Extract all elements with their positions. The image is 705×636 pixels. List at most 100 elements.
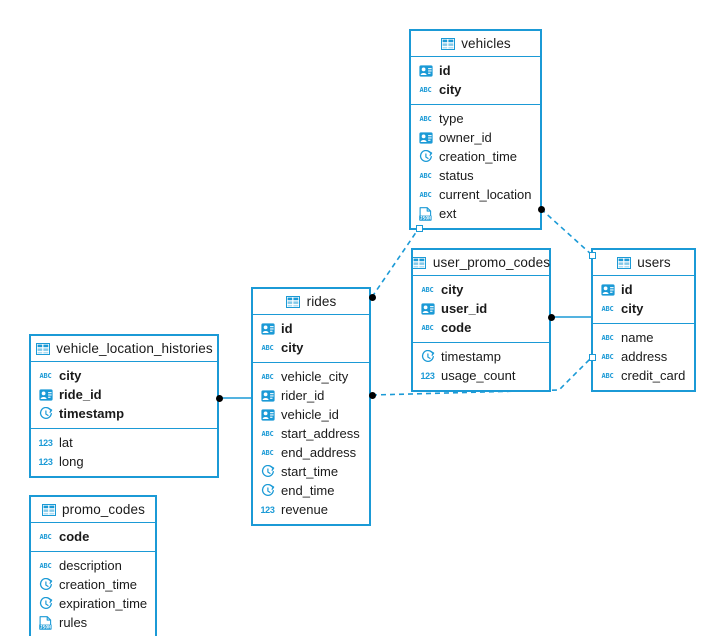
table-icon bbox=[412, 255, 427, 270]
column-name: code bbox=[441, 320, 472, 335]
column-row[interactable]: owner_id bbox=[411, 128, 540, 147]
column-row[interactable]: 123 lat bbox=[31, 433, 217, 452]
table-header[interactable]: promo_codes bbox=[31, 497, 155, 523]
clock-icon bbox=[38, 596, 53, 611]
table-header[interactable]: rides bbox=[253, 289, 369, 315]
column-name: description bbox=[59, 558, 122, 573]
column-name: city bbox=[441, 282, 464, 297]
column-name: type bbox=[439, 111, 464, 126]
column-row[interactable]: JSON rules bbox=[31, 613, 155, 632]
table-name: vehicle_location_histories bbox=[56, 341, 213, 356]
table-header[interactable]: vehicle_location_histories bbox=[31, 336, 217, 362]
column-name: ext bbox=[439, 206, 457, 221]
key-id-icon bbox=[418, 63, 433, 78]
abc-string-icon: ABC bbox=[261, 373, 274, 381]
column-name: city bbox=[621, 301, 644, 316]
abc-string-icon: ABC bbox=[419, 115, 432, 123]
column-name: city bbox=[281, 340, 304, 355]
abc-string-icon: ABC bbox=[601, 372, 614, 380]
json-icon: JSON bbox=[38, 615, 53, 630]
column-row[interactable]: rider_id bbox=[253, 386, 369, 405]
column-name: credit_card bbox=[621, 368, 686, 383]
table-name: user_promo_codes bbox=[432, 255, 551, 270]
column-name: end_time bbox=[281, 483, 335, 498]
key-id-icon bbox=[418, 130, 433, 145]
column-row[interactable]: start_time bbox=[253, 462, 369, 481]
table-header[interactable]: user_promo_codes bbox=[412, 250, 551, 276]
column-name: id bbox=[621, 282, 633, 297]
primary-key-row[interactable]: user_id bbox=[413, 299, 549, 318]
column-name: rules bbox=[59, 615, 88, 630]
column-row[interactable]: ABC type bbox=[411, 109, 540, 128]
primary-key-row[interactable]: ride_id bbox=[31, 385, 217, 404]
123-number-icon: 123 bbox=[420, 371, 435, 381]
abc-string-icon: ABC bbox=[421, 286, 434, 294]
table-header[interactable]: users bbox=[593, 250, 694, 276]
123-number-icon: 123 bbox=[260, 505, 275, 515]
primary-key-row[interactable]: timestamp bbox=[31, 404, 217, 423]
table-name: promo_codes bbox=[62, 502, 145, 517]
column-name: timestamp bbox=[59, 406, 125, 421]
clock-icon bbox=[260, 483, 275, 498]
column-name: start_address bbox=[281, 426, 360, 441]
column-name: lat bbox=[59, 435, 73, 450]
clock-icon bbox=[38, 577, 53, 592]
abc-string-icon: ABC bbox=[601, 334, 614, 342]
key-id-icon bbox=[38, 387, 53, 402]
column-row[interactable]: end_time bbox=[253, 481, 369, 500]
column-name: city bbox=[439, 82, 462, 97]
column-row[interactable]: 123 revenue bbox=[253, 500, 369, 519]
primary-key-row[interactable]: ABC city bbox=[413, 280, 549, 299]
column-name: creation_time bbox=[59, 577, 138, 592]
primary-key-row[interactable]: id bbox=[253, 319, 369, 338]
123-number-icon: 123 bbox=[38, 438, 53, 448]
table-header[interactable]: vehicles bbox=[411, 31, 540, 57]
primary-key-row[interactable]: id bbox=[411, 61, 540, 80]
abc-string-icon: ABC bbox=[39, 372, 52, 380]
relationship-many-dot-marker bbox=[368, 293, 376, 301]
svg-text:JSON: JSON bbox=[40, 624, 51, 630]
column-row[interactable]: creation_time bbox=[411, 147, 540, 166]
column-name: user_id bbox=[441, 301, 488, 316]
column-name: start_time bbox=[281, 464, 339, 479]
column-name: status bbox=[439, 168, 474, 183]
column-row[interactable]: ABC credit_card bbox=[593, 366, 694, 385]
column-row[interactable]: timestamp bbox=[413, 347, 549, 366]
key-id-icon bbox=[260, 407, 275, 422]
column-name: revenue bbox=[281, 502, 328, 517]
column-row[interactable]: creation_time bbox=[31, 575, 155, 594]
primary-key-row[interactable]: id bbox=[593, 280, 694, 299]
column-row[interactable]: expiration_time bbox=[31, 594, 155, 613]
key-id-icon bbox=[600, 282, 615, 297]
column-row[interactable]: vehicle_id bbox=[253, 405, 369, 424]
